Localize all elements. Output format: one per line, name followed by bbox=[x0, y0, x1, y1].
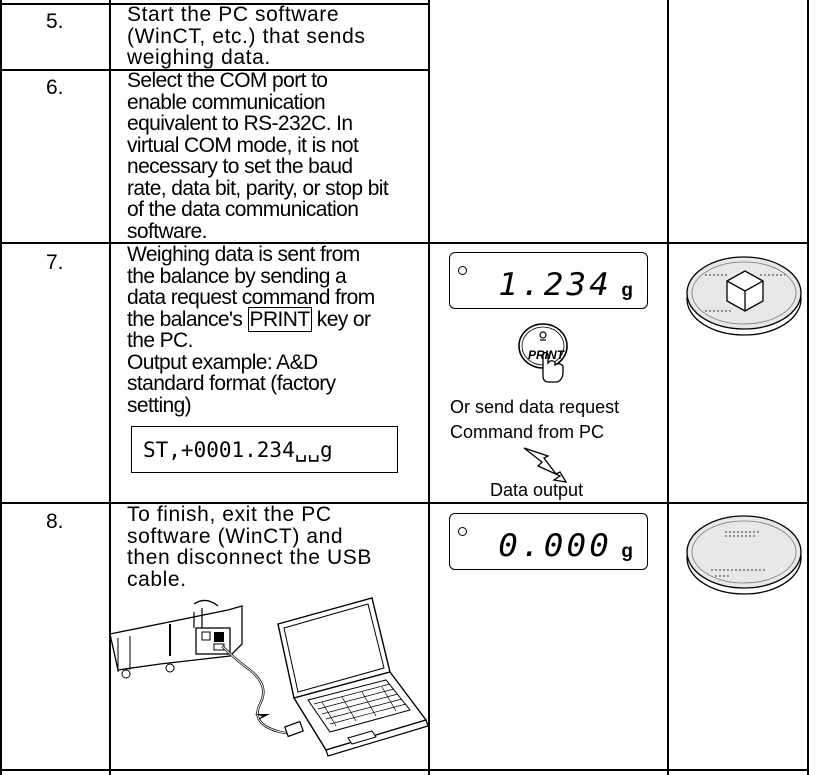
stable-indicator-icon bbox=[458, 527, 467, 536]
text-line: setting) bbox=[127, 393, 192, 417]
stable-indicator-icon bbox=[458, 266, 467, 275]
step-number: 8. bbox=[46, 510, 64, 533]
data-flow-arrow-icon bbox=[520, 444, 580, 484]
text-line: Weighing data is sent from bbox=[127, 243, 360, 266]
table-rule-5-6 bbox=[0, 69, 429, 71]
text-line: rate, data bit, parity, or stop bit bbox=[127, 176, 389, 200]
text-line: weighing data. bbox=[127, 46, 271, 69]
display-unit: g bbox=[621, 541, 633, 562]
step-number: 6. bbox=[46, 76, 64, 99]
display-unit: g bbox=[621, 280, 633, 301]
text-fragment: key or bbox=[311, 307, 371, 331]
print-button-label: PRINT bbox=[528, 348, 564, 362]
step-number: 5. bbox=[46, 10, 64, 33]
step-6-text: Select the COM port to enable communicat… bbox=[127, 69, 389, 243]
text-line: software (WinCT) and bbox=[127, 524, 344, 548]
output-example-box: ST,+0001.234␣␣g bbox=[131, 426, 398, 473]
text-line: virtual COM mode, it is not bbox=[127, 133, 359, 157]
text-line: the balance by sending a bbox=[127, 264, 347, 288]
text-line-print-key: the balance's PRINT key or bbox=[127, 306, 375, 332]
alt-instruction-line1: Or send data request bbox=[450, 397, 620, 417]
text-line: equivalent to RS-232C. In bbox=[127, 112, 353, 135]
step-5-text: Start the PC software (WinCT, etc.) that… bbox=[127, 4, 365, 69]
table-rule-7-8 bbox=[0, 502, 808, 504]
text-line: cable. bbox=[127, 567, 187, 591]
text-line: necessary to set the baud bbox=[127, 155, 353, 178]
balance-usb-laptop-illustration bbox=[109, 594, 429, 769]
text-fragment: the balance's bbox=[127, 307, 248, 331]
table-border-left bbox=[0, 0, 2, 775]
data-output-label: Data output bbox=[490, 480, 584, 500]
text-line: Select the COM port to bbox=[127, 69, 328, 92]
text-line: (WinCT, etc.) that sends bbox=[127, 24, 366, 48]
text-line: the PC. bbox=[127, 329, 193, 352]
balance-display: 0.000 g bbox=[449, 513, 648, 570]
text-line: of the data communication bbox=[127, 198, 359, 221]
print-button-icon bbox=[513, 322, 579, 388]
step-7-text: Weighing data is sent from the balance b… bbox=[127, 244, 375, 416]
display-value: 0.000 bbox=[497, 528, 612, 564]
step-number: 7. bbox=[46, 251, 64, 274]
print-key-label: PRINT bbox=[247, 306, 312, 332]
text-line: then disconnect the USB bbox=[127, 546, 372, 569]
table-rule-bottom bbox=[0, 769, 808, 771]
table-rule-6-7 bbox=[0, 242, 808, 244]
empty-weighing-pan-icon bbox=[685, 512, 805, 602]
weighing-pan-with-sample-icon bbox=[685, 255, 805, 345]
table-divider-num bbox=[109, 0, 111, 775]
text-line: To finish, exit the PC bbox=[127, 503, 332, 526]
step-8-text: To finish, exit the PC software (WinCT) … bbox=[127, 504, 372, 590]
text-line: standard format (factory bbox=[127, 372, 336, 395]
text-line: software. bbox=[127, 219, 207, 243]
display-value: 1.234 bbox=[497, 267, 612, 303]
table-divider-text bbox=[428, 0, 430, 775]
text-line: enable communication bbox=[127, 90, 326, 114]
table-border-right bbox=[807, 0, 809, 775]
balance-display: 1.234 g bbox=[449, 252, 648, 309]
alt-instruction-line2: Command from PC bbox=[450, 422, 605, 442]
text-line: Start the PC software bbox=[127, 3, 340, 26]
text-line: Output example: A&D bbox=[127, 350, 318, 374]
table-rule-top bbox=[0, 3, 429, 5]
table-divider-display bbox=[667, 0, 669, 775]
text-line: data request command from bbox=[127, 286, 375, 309]
